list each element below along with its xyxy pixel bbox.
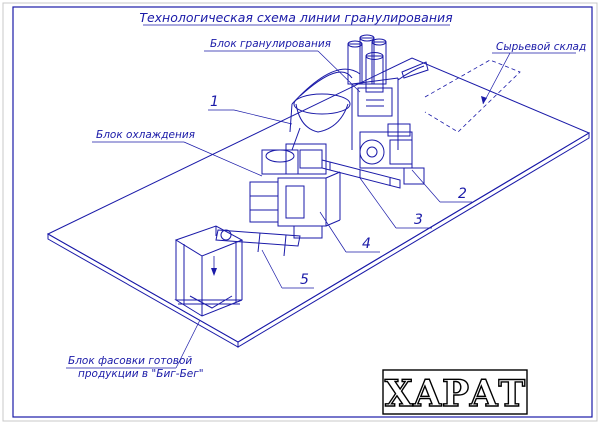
- watermark-frame: [382, 369, 528, 415]
- conveyor-5: [215, 229, 301, 257]
- callout-5: 5: [300, 272, 309, 288]
- leader-3b: [359, 177, 397, 229]
- raw-storage-leader: [482, 52, 511, 105]
- callout-1: 1: [210, 94, 219, 110]
- label-packing-line1: Блок фасовки готовой: [68, 355, 192, 367]
- label-granulation-block: Блок гранулирования: [210, 38, 331, 50]
- bag-arrow-head: [211, 268, 217, 276]
- leader-granulation-2: [317, 50, 361, 93]
- silos: [347, 34, 387, 93]
- callout-3: 3: [414, 212, 423, 228]
- label-raw-storage: Сырьевой склад: [496, 41, 586, 53]
- granulation-frame: [351, 61, 429, 150]
- leader-4b: [319, 211, 347, 253]
- leader-2b: [411, 169, 441, 203]
- cyclone-duct: [289, 68, 361, 151]
- big-bag-frame: [174, 225, 244, 317]
- callout-2: 2: [458, 186, 467, 202]
- leader-1b: [233, 109, 293, 125]
- frame-inner: [12, 6, 593, 418]
- raw-storage-outline: [424, 59, 521, 133]
- raw-storage-arrow: [481, 96, 487, 104]
- cooling-block: [249, 143, 341, 239]
- conveyor-3: [321, 159, 401, 189]
- floor-platform: [46, 57, 591, 348]
- watermark-text: ХАРАТ: [385, 373, 526, 415]
- diagram-title: Технологическая схема линии гранулирован…: [139, 10, 453, 25]
- leader-packing-2: [175, 319, 201, 369]
- label-packing-line2: продукции в "Биг-Бег": [78, 368, 204, 380]
- callout-4: 4: [362, 236, 371, 252]
- label-cooling-block: Блок охлаждения: [96, 129, 195, 141]
- pellet-mill: [359, 123, 425, 185]
- leader-cooling-2: [183, 141, 263, 177]
- leader-5b: [261, 249, 283, 289]
